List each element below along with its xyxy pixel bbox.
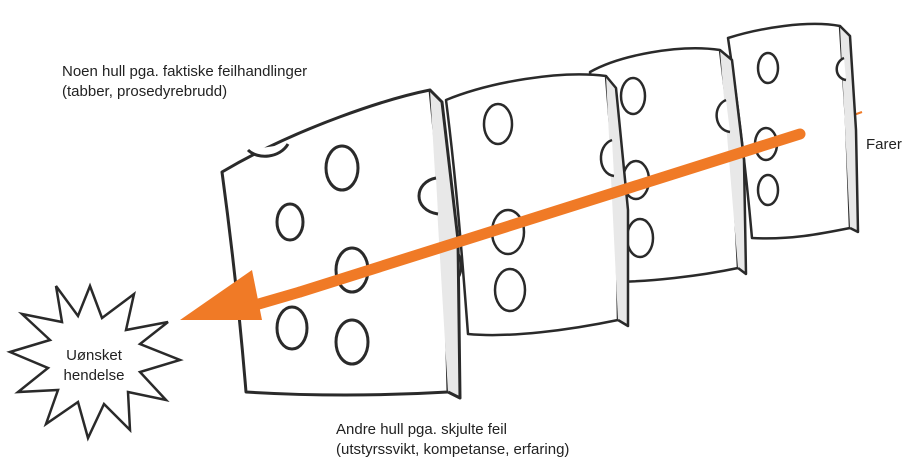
event-line1: Uønsket (54, 346, 134, 366)
event-label: Uønsket hendelse (54, 346, 134, 386)
latent-errors-line1: Andre hull pga. skjulte feil (336, 420, 569, 440)
latent-errors-label: Andre hull pga. skjulte feil (utstyrssvi… (336, 420, 569, 460)
hazard-label: Farer (866, 135, 902, 155)
actual-errors-line2: (tabber, prosedyrebrudd) (62, 82, 307, 102)
latent-errors-line2: (utstyrssvikt, kompetanse, erfaring) (336, 440, 569, 460)
actual-errors-label: Noen hull pga. faktiske feilhandlinger (… (62, 62, 307, 102)
cheese-slice-2 (446, 74, 628, 335)
actual-errors-line1: Noen hull pga. faktiske feilhandlinger (62, 62, 307, 82)
cheese-slice-1 (222, 90, 460, 398)
event-line2: hendelse (54, 366, 134, 386)
